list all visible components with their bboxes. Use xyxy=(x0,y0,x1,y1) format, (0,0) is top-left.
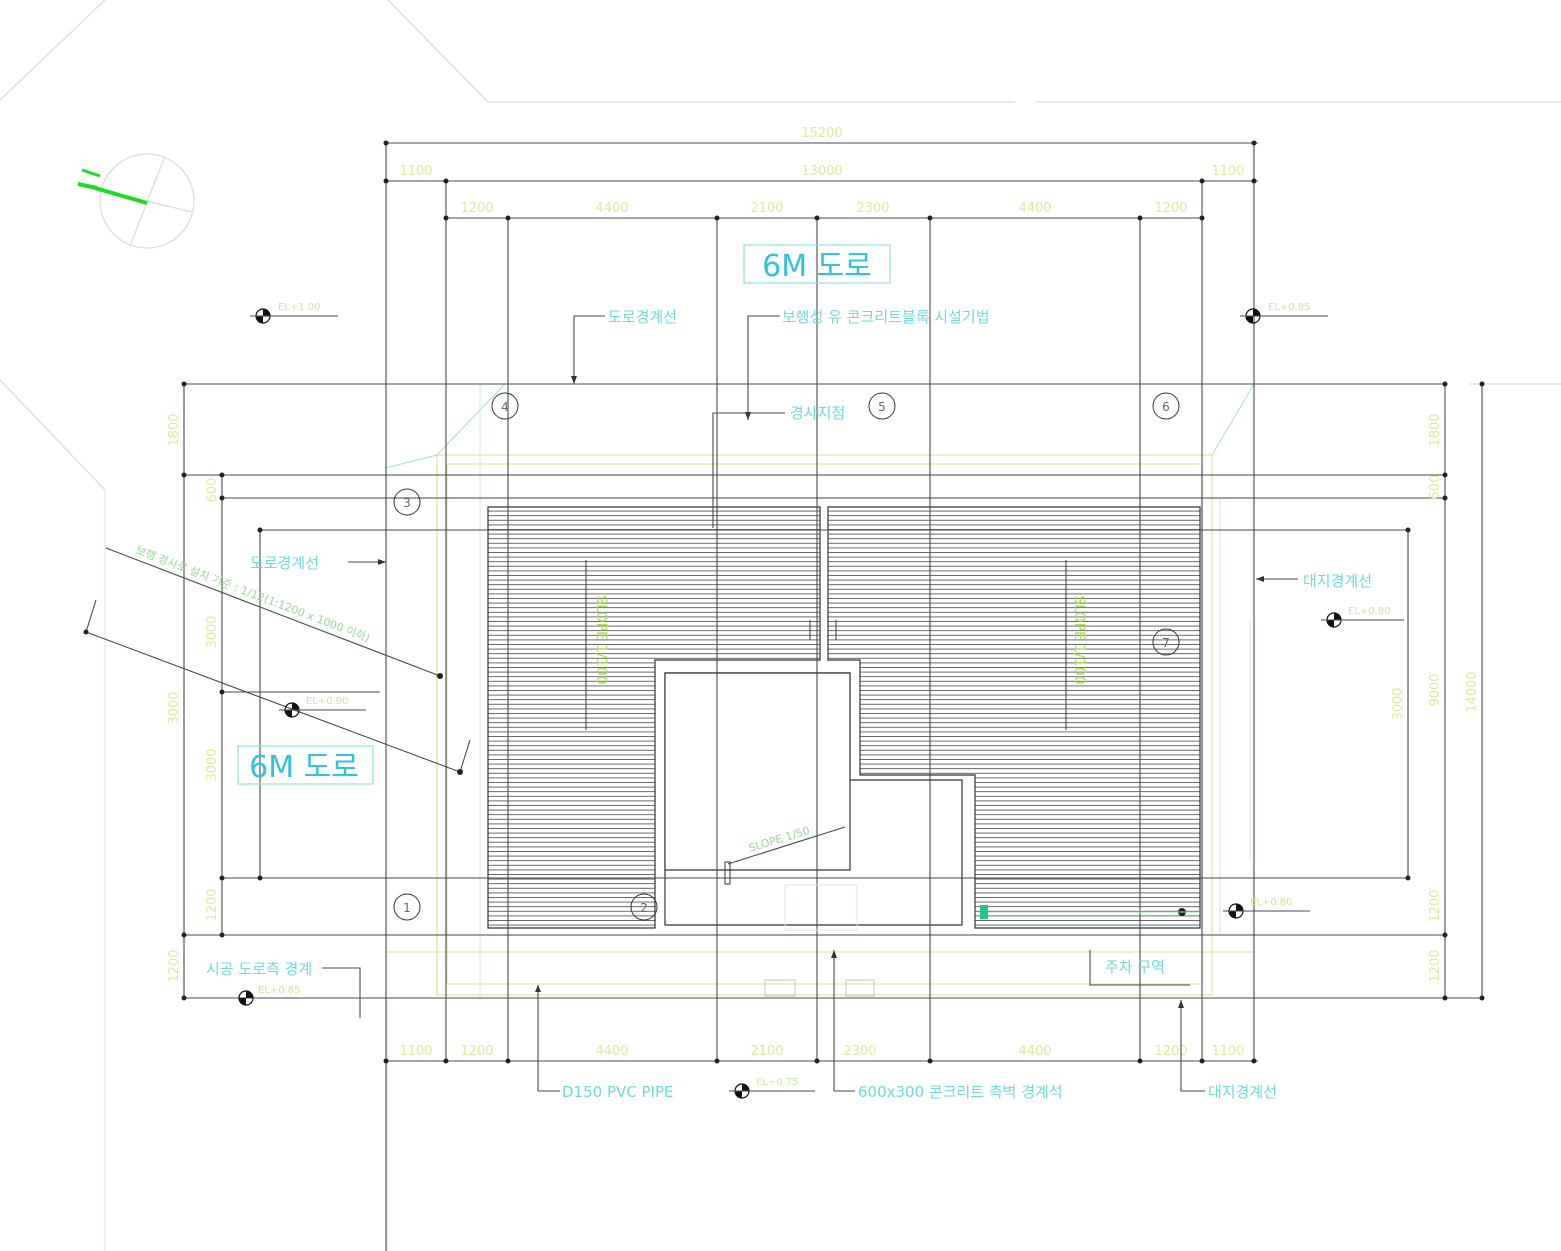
dim-top-row: 1200 xyxy=(460,201,493,216)
grid-label: 6 xyxy=(1162,400,1170,414)
dim-top-row: 4400 xyxy=(1018,201,1051,216)
concrete-gutter-label: 600x300 콘크리트 측벽 경계석 xyxy=(858,1083,1063,1101)
dim-top-row: 2100 xyxy=(750,201,783,216)
level-text: EL+0.75 xyxy=(756,1077,799,1088)
grid-bubble-icon: 1 xyxy=(393,893,421,921)
level-text: EL+1.00 xyxy=(278,302,321,313)
dim-top-mid-right: 1100 xyxy=(1211,164,1244,179)
leader-lines xyxy=(83,315,1298,1092)
dim-bottom-row: 2300 xyxy=(843,1044,876,1059)
level-text: EL+0.85 xyxy=(1268,302,1311,313)
roof-hatch xyxy=(487,506,1201,929)
grid-bubble-icon: 4 xyxy=(491,392,519,420)
dim-top-row: 4400 xyxy=(595,201,628,216)
dim-bottom-row: 2100 xyxy=(750,1044,783,1059)
site-boundary-right-label: 대지경계선 xyxy=(1303,572,1372,590)
grid-label: 2 xyxy=(640,901,648,915)
level-marker-icon: EL+0.85 xyxy=(238,985,301,1006)
level-text: EL+0.90 xyxy=(306,696,349,707)
dim-bottom-row: 4400 xyxy=(1018,1044,1051,1059)
road-boundary-left-label: 도로경계선 xyxy=(250,554,319,572)
level-marker-icon: EL+0.75 xyxy=(729,1077,815,1099)
dimension-texts: 15200 1100 13000 1100 1200 4400 2100 230… xyxy=(167,126,1480,1059)
level-markers: EL+1.00 EL+0.85 EL+0.80 EL+0.90 xyxy=(238,302,1404,1099)
dim-right-col: 14000 xyxy=(1465,671,1480,712)
slope-right: SLOPE 1/100 xyxy=(1071,595,1087,684)
grid-label: 5 xyxy=(878,400,886,414)
grid-bubbles: 4 5 6 3 7 1 2 xyxy=(393,392,1180,921)
dim-bottom-row: 1200 xyxy=(1154,1044,1187,1059)
dimension-lines xyxy=(183,142,1483,1251)
grid-bubble-icon: 7 xyxy=(1152,628,1180,656)
dim-right-col: 1800 xyxy=(1428,413,1443,446)
level-text: EL+0.80 xyxy=(1348,606,1391,617)
dim-left-col: 3000 xyxy=(205,615,220,648)
dim-left-col: 1800 xyxy=(167,413,182,446)
road-label-left-text: 6M 도로 xyxy=(249,750,359,785)
north-arrow-icon xyxy=(77,153,195,249)
road-label-top-text: 6M 도로 xyxy=(762,249,872,284)
dim-bottom-row: 4400 xyxy=(595,1044,628,1059)
dim-right-col: 9000 xyxy=(1428,673,1443,706)
dim-left-col: 1200 xyxy=(205,888,220,921)
dim-bottom-row: 1100 xyxy=(1211,1044,1244,1059)
dimension-ticks xyxy=(181,140,1485,1064)
level-marker-icon: EL+0.80 xyxy=(1223,897,1310,919)
left-bottom-label: 시공 도로측 경계 xyxy=(206,960,312,978)
level-text: EL+0.80 xyxy=(1250,897,1293,908)
drain-pipe-label: D150 PVC PIPE xyxy=(562,1083,674,1101)
dim-top-total: 15200 xyxy=(801,126,842,141)
dim-right-col: 600 xyxy=(1428,475,1443,500)
grid-label: 3 xyxy=(403,496,411,510)
parking-label: 주차 구역 xyxy=(1105,958,1165,976)
dim-bottom-row: 1100 xyxy=(399,1044,432,1059)
dim-top-mid-left: 1100 xyxy=(399,164,432,179)
grid-label: 7 xyxy=(1162,636,1170,650)
concrete-block-label: 보행성 유 콘크리트블록 시설기법 xyxy=(782,308,990,326)
level-marker-icon: EL+0.85 xyxy=(1240,302,1328,324)
dim-top-row: 1200 xyxy=(1154,201,1187,216)
dim-top-row: 2300 xyxy=(856,201,889,216)
dim-right-col: 1200 xyxy=(1428,949,1443,982)
dim-top-mid-center: 13000 xyxy=(801,164,842,179)
dim-left-col: 3000 xyxy=(167,691,182,724)
grid-bubble-icon: 3 xyxy=(393,488,421,516)
road-label-top: 6M 도로 xyxy=(743,244,891,284)
dim-left-col: 600 xyxy=(205,478,220,503)
level-marker-icon: EL+0.90 xyxy=(279,696,366,718)
grid-label: 4 xyxy=(501,400,509,414)
grid-bubble-icon: 5 xyxy=(868,392,896,420)
site-boundary-bottom-label: 대지경계선 xyxy=(1208,1083,1277,1101)
level-marker-icon: EL+0.80 xyxy=(1321,606,1404,628)
dim-left-col: 3000 xyxy=(205,748,220,781)
drain-details xyxy=(764,620,1200,997)
grid-bubble-icon: 6 xyxy=(1152,392,1180,420)
road-label-left: 6M 도로 xyxy=(237,745,374,785)
dim-right-col: 3000 xyxy=(1391,687,1406,720)
road-boundary-top-label: 도로경계선 xyxy=(608,308,677,326)
dim-right-col: 1200 xyxy=(1428,889,1443,922)
slope-left: SLOPE 1/100 xyxy=(593,595,609,684)
level-marker-icon: EL+1.00 xyxy=(250,302,338,324)
boundary-post-label: 경사지점 xyxy=(790,404,845,422)
level-text: EL+0.85 xyxy=(258,985,301,996)
dim-left-col: 1200 xyxy=(167,949,182,982)
grid-label: 1 xyxy=(403,901,411,915)
grid-bubble-icon: 2 xyxy=(630,893,658,921)
dim-bottom-row: 1200 xyxy=(460,1044,493,1059)
